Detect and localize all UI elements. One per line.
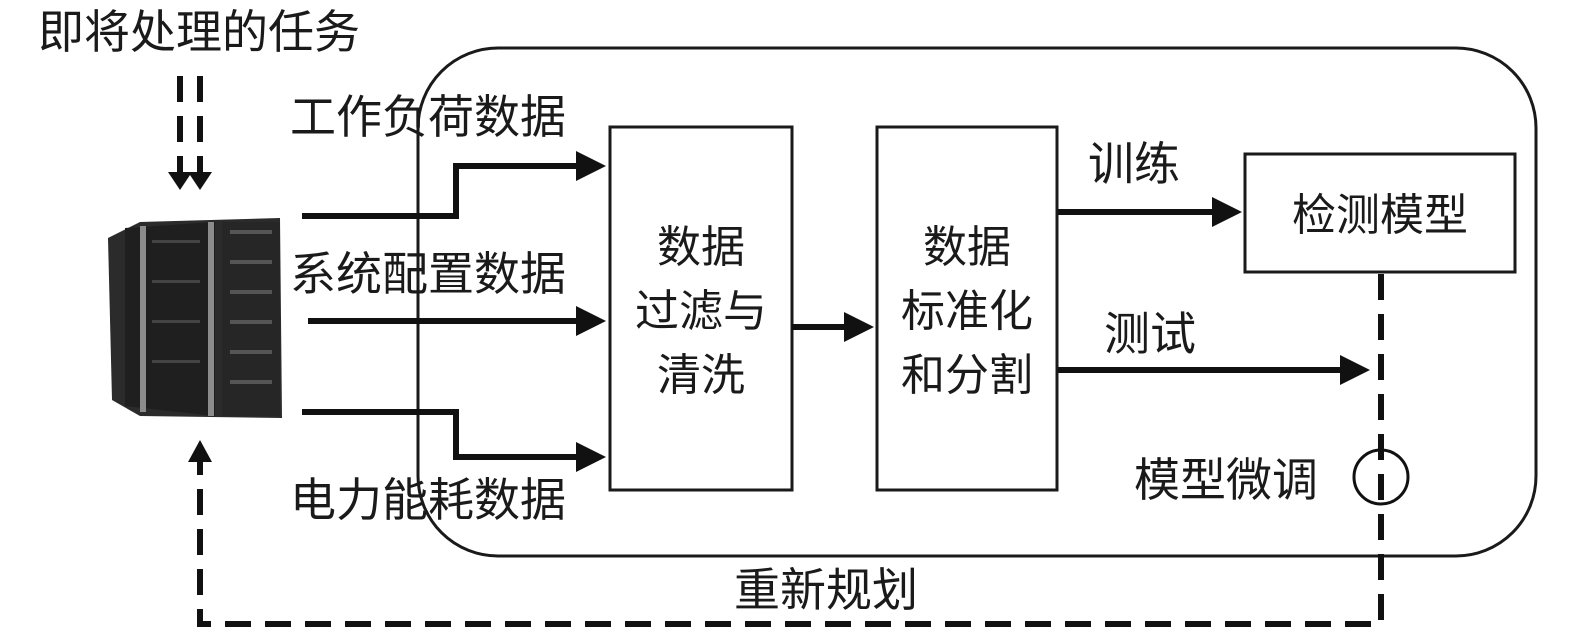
label-sysconfig-data: 系统配置数据 [290,247,566,301]
label-train: 训练 [1088,137,1180,191]
label-replan: 重新规划 [734,563,918,617]
arrow-power [302,409,606,472]
normalize-split-box [875,125,1059,492]
filter-clean-box [608,125,794,492]
normalize-box-line-1: 数据 [923,222,1011,273]
label-test: 测试 [1104,307,1196,361]
replan-feedback-loop [197,274,1384,627]
server-rack-icon [108,218,282,418]
filter-box-line-1: 数据 [657,222,745,273]
detection-model-label: 检测模型 [1292,190,1468,241]
filter-box-line-3: 清洗 [657,350,745,401]
label-workload-data: 工作负荷数据 [290,90,566,144]
normalize-box-line-2: 标准化 [901,286,1033,337]
pipeline-container [416,46,1538,558]
detection-model-box [1243,152,1517,274]
arrow-workload [302,151,606,219]
normalize-box-line-3: 和分割 [901,350,1033,401]
label-finetune: 模型微调 [1134,453,1318,507]
label-power-data: 电力能耗数据 [290,473,566,527]
incoming-task-arrow [168,76,212,190]
filter-box-line-2: 过滤与 [635,286,767,337]
task-title: 即将处理的任务 [38,5,360,59]
